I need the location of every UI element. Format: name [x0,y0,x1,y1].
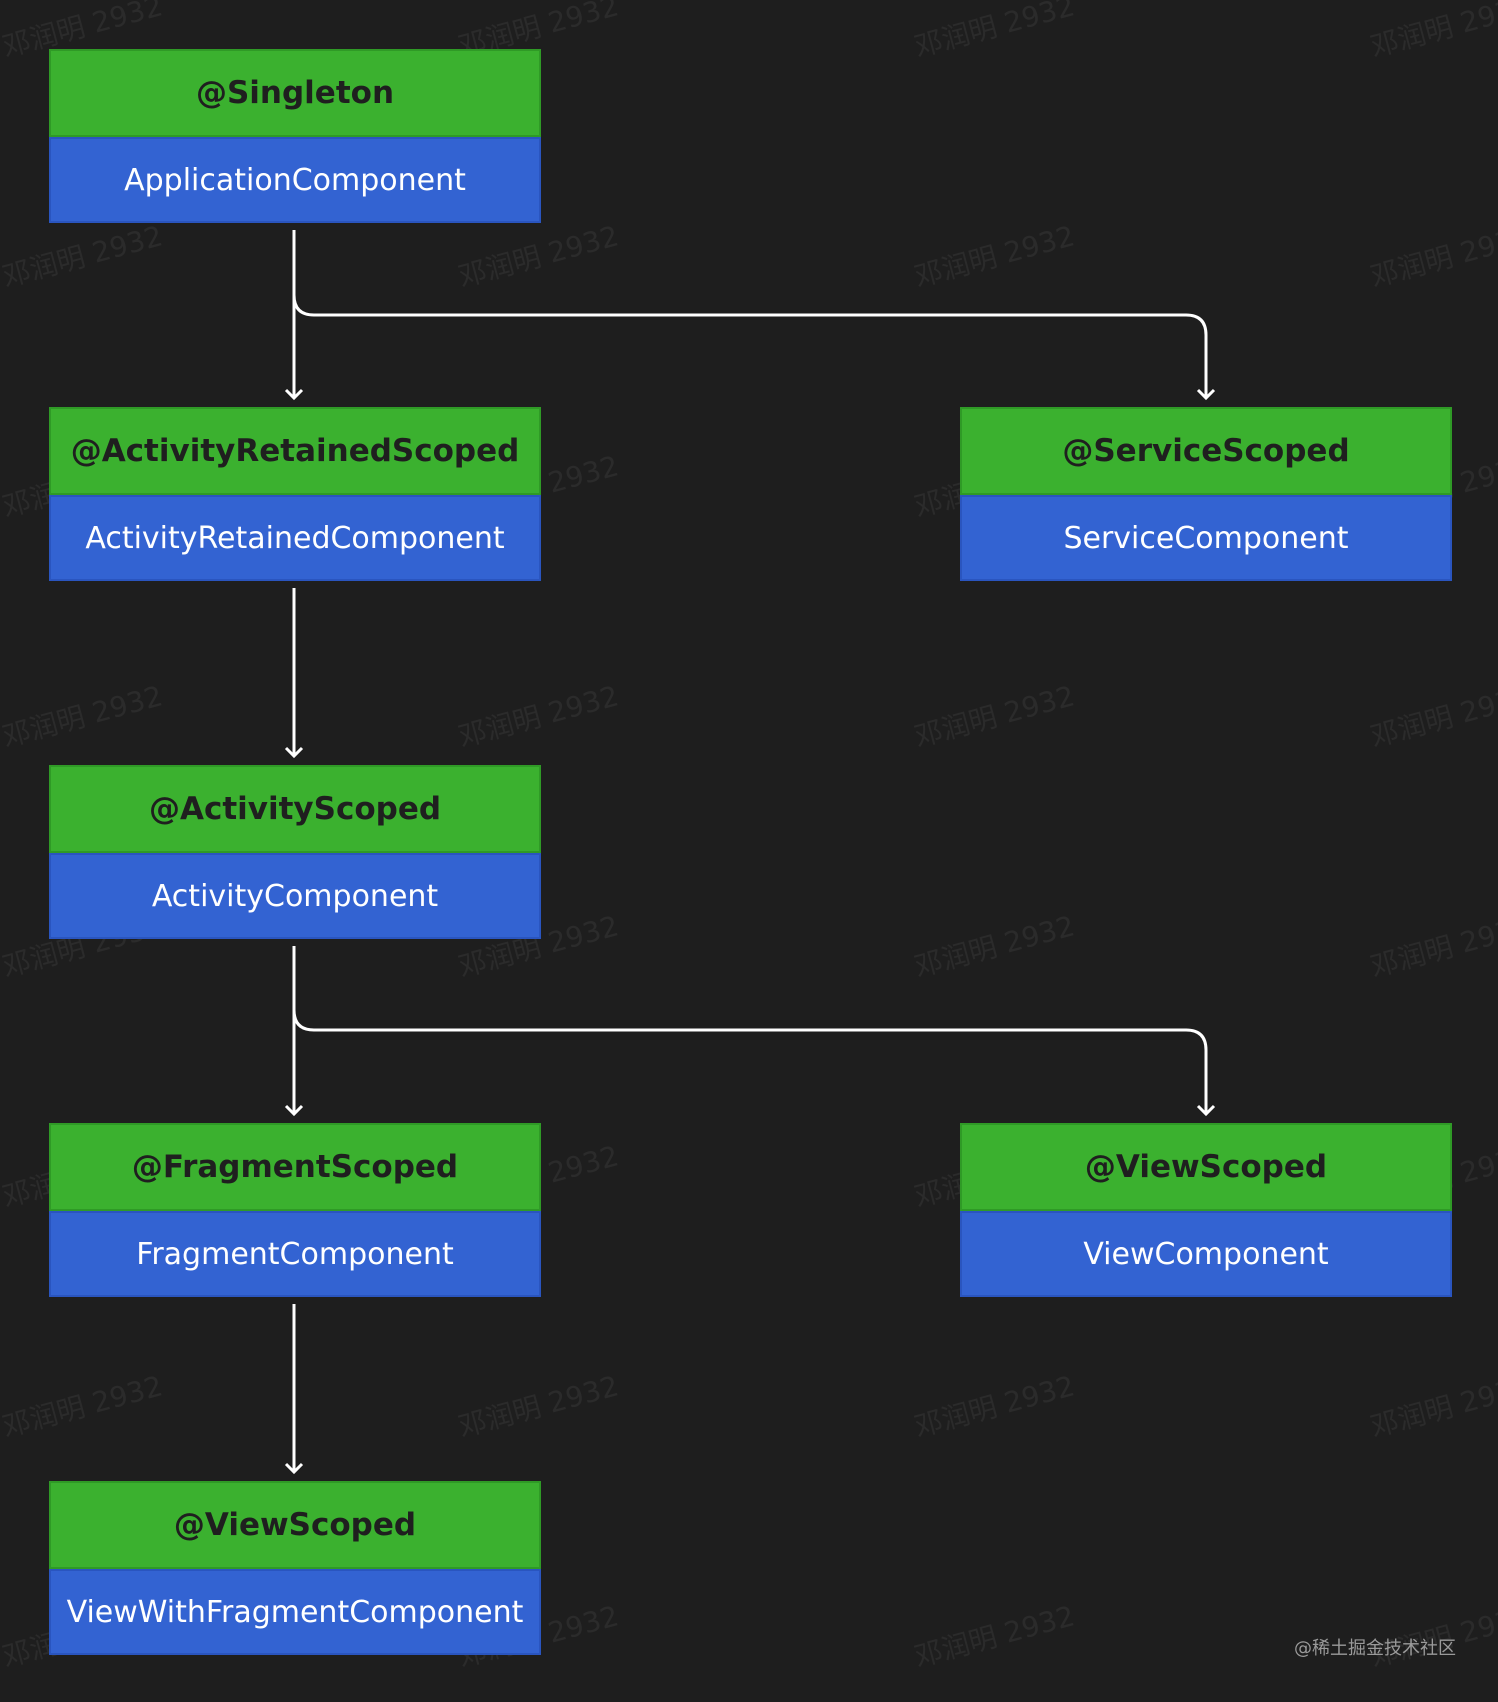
scope-label-activity-retained: @ActivityRetainedScoped [49,407,541,495]
node-application: @Singleton ApplicationComponent [49,49,541,223]
component-label-activity-retained: ActivityRetainedComponent [49,495,541,581]
node-view: @ViewScoped ViewComponent [960,1123,1452,1297]
scope-label-view-with-fragment: @ViewScoped [49,1481,541,1569]
site-credit: @稀土掘金技术社区 [1294,1638,1456,1659]
scope-label-service: @ServiceScoped [960,407,1452,495]
node-activity-retained: @ActivityRetainedScoped ActivityRetained… [49,407,541,581]
scope-label-view: @ViewScoped [960,1123,1452,1211]
edge-activity-to-view [292,946,1216,1117]
node-fragment: @FragmentScoped FragmentComponent [49,1123,541,1297]
component-label-service: ServiceComponent [960,495,1452,581]
node-service: @ServiceScoped ServiceComponent [960,407,1452,581]
edge-app-to-service [292,230,1216,401]
node-view-with-fragment: @ViewScoped ViewWithFragmentComponent [49,1481,541,1655]
scope-label-fragment: @FragmentScoped [49,1123,541,1211]
component-label-application: ApplicationComponent [49,137,541,223]
component-label-fragment: FragmentComponent [49,1211,541,1297]
component-label-view: ViewComponent [960,1211,1452,1297]
node-activity: @ActivityScoped ActivityComponent [49,765,541,939]
component-label-activity: ActivityComponent [49,853,541,939]
scope-label-activity: @ActivityScoped [49,765,541,853]
scope-label-singleton: @Singleton [49,49,541,137]
component-label-view-with-fragment: ViewWithFragmentComponent [49,1569,541,1655]
